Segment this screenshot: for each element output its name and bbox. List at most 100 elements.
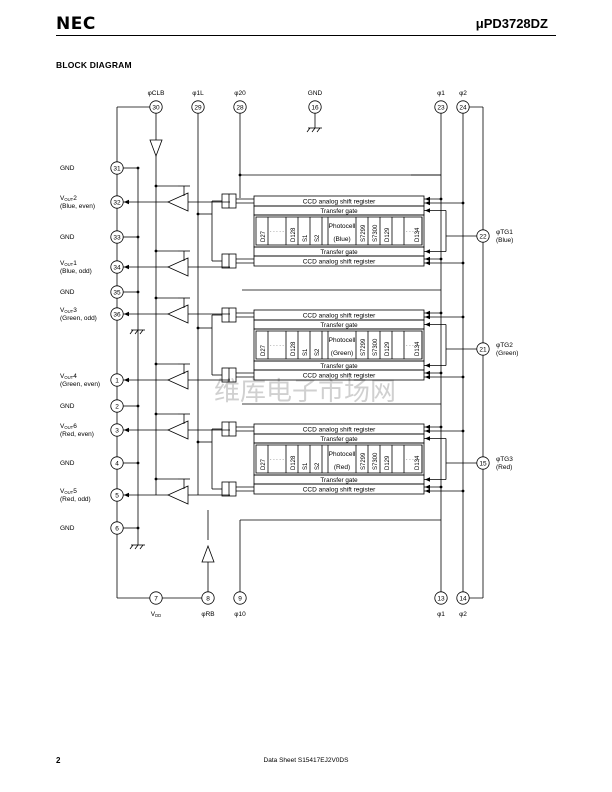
ground-icon (311, 127, 316, 133)
ground-icon (129, 329, 134, 335)
photocell-cell-D128: D128 (291, 455, 297, 470)
ground-icon (316, 127, 321, 133)
junction-dot (461, 201, 465, 205)
pin-right-label-22: φTG1 (496, 229, 513, 236)
photocell-dots: · · · · · (406, 343, 420, 349)
photocell-cell-S7299: S7299 (361, 224, 367, 242)
pin-bottom-14 (456, 591, 470, 605)
pin-top-30-number: 30 (152, 104, 160, 111)
output-arrow-icon (124, 264, 129, 270)
shift-register-label: CCD analog shift register (303, 313, 376, 320)
pin-bottom-label-7: VDD (151, 611, 161, 618)
pin-bottom-7 (149, 591, 163, 605)
shift-register-red-lower (253, 483, 425, 495)
pin-top-23 (434, 100, 448, 114)
pin-left-label-1: VOUT4 (60, 373, 77, 380)
pin-left-label-35: GND (60, 289, 75, 296)
photocell-dots: · · · · · (406, 457, 420, 463)
shift-register-label: CCD analog shift register (303, 427, 376, 434)
pin-left-label-31: GND (60, 165, 75, 172)
ground-icon (129, 544, 134, 550)
photocell-cell-S1: S1 (303, 462, 309, 470)
amplifier-icon (167, 192, 189, 212)
pin-left-label-3: VOUT6 (60, 423, 77, 430)
arrow-head-icon (425, 370, 430, 376)
arrow-head-icon (425, 260, 430, 266)
pin-left-5-number: 5 (115, 492, 119, 499)
pin-left-label-33: GND (60, 234, 75, 241)
photocell-dots: · · · · · (406, 229, 420, 235)
photocell-cell-D27: D27 (261, 230, 267, 242)
pin-bottom-14-number: 14 (459, 595, 467, 602)
arrow-head-icon (425, 322, 430, 327)
pin-right-21-number: 21 (479, 346, 487, 353)
junction-dot (461, 489, 465, 493)
junction-dot (439, 425, 443, 429)
photocell-cell-D128: D128 (291, 227, 297, 242)
photocell-dots: · · · · · (270, 229, 284, 235)
output-arrow-icon (124, 492, 129, 498)
photocell-cell-D128: D128 (291, 341, 297, 356)
output-arrow-icon (124, 427, 129, 433)
pin-bottom-9-number: 9 (238, 595, 242, 602)
shift-register-label: CCD analog shift register (303, 259, 376, 266)
pin-top-label-30: φCLB (148, 90, 165, 97)
junction-dot (238, 173, 242, 177)
output-arrow-icon (124, 311, 129, 317)
header-rule (56, 35, 556, 36)
photocell-cell-S2: S2 (315, 348, 321, 356)
pin-left-label-32: VOUT2 (60, 195, 77, 202)
photocell-dots: · · · · · (270, 343, 284, 349)
pin-left-2-number: 2 (115, 403, 119, 410)
page-number: 2 (56, 756, 61, 765)
pin-left-sub-34: (Blue, odd) (60, 268, 92, 275)
pin-top-label-23: φ1 (437, 90, 445, 97)
pin-left-36-number: 36 (113, 311, 121, 318)
arrow-head-icon (425, 208, 430, 213)
pin-bottom-label-13: φ1 (437, 611, 445, 618)
pin-bottom-label-14: φ2 (459, 611, 467, 618)
photocell-cell-S1: S1 (303, 348, 309, 356)
pin-left-label-5: VOUT5 (60, 488, 77, 495)
pin-left-label-6: GND (60, 525, 75, 532)
pin-right-label-21: φTG2 (496, 342, 513, 349)
pin-top-label-28: φ20 (234, 90, 246, 97)
junction-dot (461, 261, 465, 265)
pin-bottom-13-number: 13 (437, 595, 445, 602)
document-id: Data Sheet S15417EJ2V0DS (263, 757, 349, 764)
photocell-cell-S7300: S7300 (373, 338, 379, 356)
pin-top-29-number: 29 (194, 104, 202, 111)
ground-icon (306, 127, 311, 133)
ground-icon (139, 544, 144, 550)
pin-right-sub-21: (Green) (496, 350, 518, 357)
photocell-cell-S7300: S7300 (373, 224, 379, 242)
photocell-cell-S7299: S7299 (361, 452, 367, 470)
pin-left-1-number: 1 (115, 377, 119, 384)
pin-top-23-number: 23 (437, 104, 445, 111)
pin-bottom-label-9: φ10 (234, 611, 246, 618)
junction-dot (461, 429, 465, 433)
pin-left-34-number: 34 (113, 264, 121, 271)
junction-dot (136, 461, 140, 465)
junction-dot (461, 315, 465, 319)
transfer-gate-label: Transfer gate (320, 477, 358, 484)
photocell-cell-S7300: S7300 (373, 452, 379, 470)
junction-dot (136, 290, 140, 294)
pin-left-3-number: 3 (115, 427, 119, 434)
photocell-cell-S2: S2 (315, 234, 321, 242)
transfer-gate-label: Transfer gate (320, 436, 358, 443)
pin-left-32-number: 32 (113, 199, 121, 206)
photocell-cell-D27: D27 (261, 344, 267, 356)
arrow-head-icon (425, 484, 430, 490)
arrow-head-icon (425, 256, 430, 262)
arrow-head-icon (425, 200, 430, 206)
arrow-head-icon (425, 314, 430, 320)
photocell-dots: · · · · · (270, 457, 284, 463)
transfer-gate-label: Transfer gate (320, 363, 358, 370)
arrow-head-icon (425, 477, 430, 482)
part-number: μPD3728DZ (475, 16, 548, 31)
photocell-cell-D129: D129 (385, 227, 391, 242)
photocell-label: Photocell (329, 337, 356, 344)
buffer-icon (201, 544, 215, 563)
photocell-color: (Green) (331, 350, 353, 357)
